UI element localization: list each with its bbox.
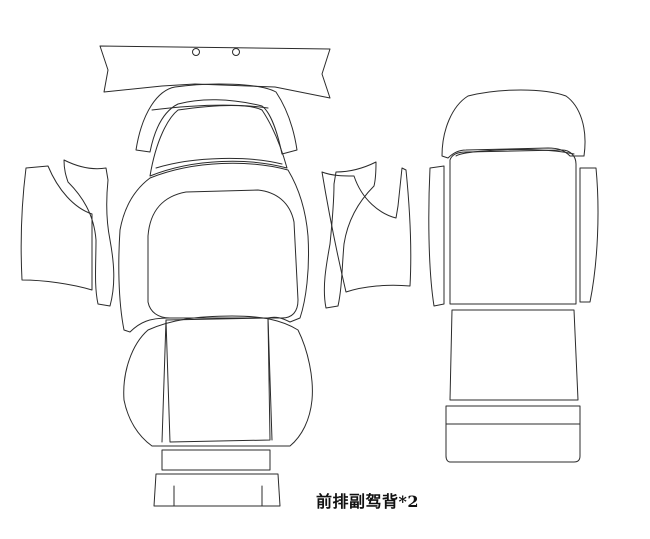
top-strip-panel xyxy=(99,45,331,99)
seat-cushion-seam-right xyxy=(267,317,273,441)
seat-cushion-seam-left xyxy=(161,319,167,443)
headrest-arch-inner xyxy=(151,104,269,111)
seat-cushion-outer xyxy=(123,315,313,447)
headrest-lower-arch-inner xyxy=(155,157,283,169)
seatback-top-inner xyxy=(455,149,575,157)
left-seat-pattern xyxy=(20,45,412,507)
pattern-caption: 前排副驾背*2 xyxy=(316,492,420,511)
backrest-inner-panel xyxy=(147,189,299,319)
seat-bottom-panel xyxy=(153,473,281,507)
seatback-lower-panel xyxy=(449,309,579,401)
headrest-lower-arch xyxy=(149,105,288,177)
seatback-side-left xyxy=(428,165,445,307)
right-seat-pattern xyxy=(428,89,599,463)
seat-front-strip xyxy=(161,449,271,471)
left-outer-wing-panel xyxy=(20,165,93,291)
seatback-main-panel xyxy=(449,149,577,305)
backrest-main-panel xyxy=(118,162,310,333)
seatback-top-panel xyxy=(441,89,586,159)
seat-cushion-inner xyxy=(165,317,271,443)
right-outer-wing-panel xyxy=(321,167,412,293)
headrest-arch-panel xyxy=(135,83,298,155)
seatback-base-panel xyxy=(445,405,581,463)
left-inner-wing-panel xyxy=(63,159,115,307)
right-inner-wing-panel xyxy=(323,161,377,309)
top-strip-hole-left xyxy=(192,48,200,56)
top-strip-hole-right xyxy=(232,48,240,56)
seatback-side-right xyxy=(579,167,599,303)
